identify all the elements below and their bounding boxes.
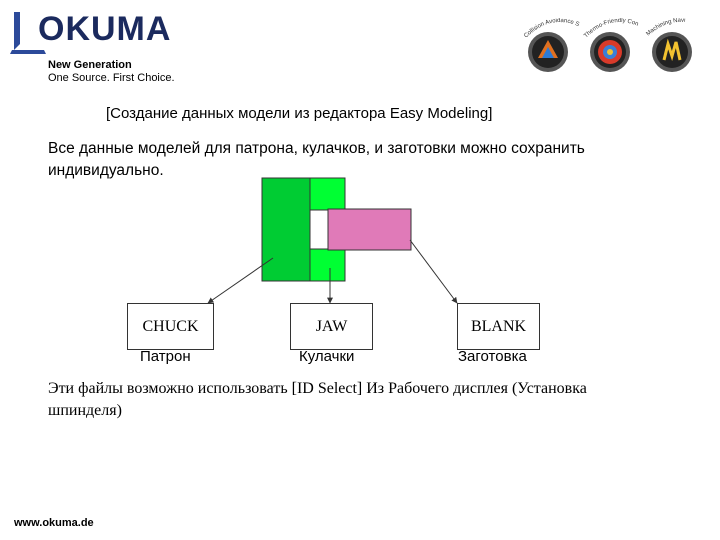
blank-box: BLANK bbox=[457, 303, 540, 350]
jaw-shape-bottom bbox=[309, 248, 346, 282]
chuck-box: CHUCK bbox=[127, 303, 214, 350]
arrow-to-blank bbox=[409, 239, 458, 304]
footer-url: www.okuma.de bbox=[14, 517, 94, 529]
intro-text: Все данные моделей для патрона, кулачков… bbox=[48, 140, 585, 179]
okuma-logo-icon bbox=[10, 12, 46, 54]
badge-collision-avoidance: Collision Avoidance System bbox=[520, 18, 600, 76]
badge-machining-navi: Machining Navi bbox=[642, 18, 712, 76]
blank-shape bbox=[327, 208, 412, 251]
chuck-caption: Патрон bbox=[140, 348, 191, 365]
arrow-to-chuck bbox=[207, 257, 274, 304]
jaw-shape-top bbox=[309, 177, 346, 211]
slide-title: [Создание данных модели из редактора Eas… bbox=[106, 105, 493, 122]
chuck-box-label: CHUCK bbox=[142, 317, 199, 335]
blank-box-label: BLANK bbox=[470, 317, 527, 335]
tagline-secondary: One Source. First Choice. bbox=[48, 72, 175, 84]
machining-navi-badge-icon bbox=[652, 32, 692, 72]
collision-avoidance-badge-icon bbox=[528, 32, 568, 72]
brand-name: OKUMA bbox=[38, 10, 172, 48]
blank-caption: Заготовка bbox=[458, 348, 527, 365]
thermo-friendly-badge-icon bbox=[590, 32, 630, 72]
tagline-primary: New Generation bbox=[48, 59, 132, 71]
jaw-box-label: JAW bbox=[315, 317, 348, 335]
jaw-box: JAW bbox=[290, 303, 373, 350]
chuck-shape bbox=[261, 177, 311, 282]
outro-text: Эти файлы возможно использовать [ID Sele… bbox=[48, 380, 587, 419]
jaw-caption: Кулачки bbox=[299, 348, 355, 365]
badge-thermo-friendly: Thermo-Friendly Concept bbox=[580, 18, 660, 76]
